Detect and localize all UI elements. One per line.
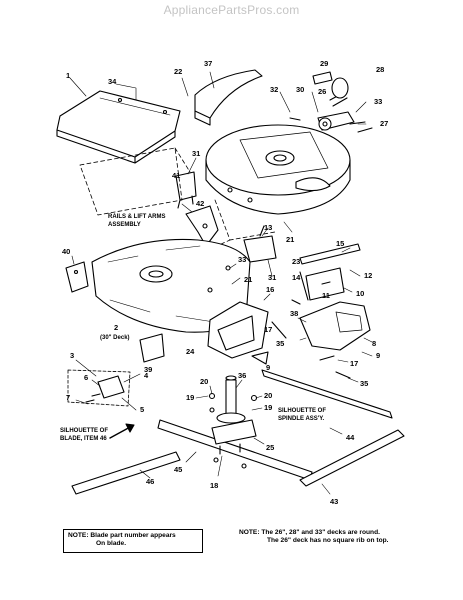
label-19: 19 bbox=[186, 393, 194, 402]
deck-label-size: (30" Deck) bbox=[100, 335, 130, 341]
bracket-41-42 bbox=[185, 205, 219, 247]
label-4: 4 bbox=[144, 371, 149, 380]
label-36: 36 bbox=[238, 371, 246, 380]
part-37-belt-cover bbox=[194, 69, 263, 126]
leader-lines bbox=[69, 71, 373, 495]
label-13: 13 bbox=[264, 223, 272, 232]
label-26: 26 bbox=[318, 87, 326, 96]
note-right-line2: The 26" deck has no square rib on top. bbox=[267, 537, 389, 545]
bracket-31-right bbox=[243, 225, 277, 263]
label-16: 16 bbox=[266, 285, 274, 294]
label-10: 10 bbox=[356, 289, 364, 298]
label-24: 24 bbox=[186, 347, 195, 356]
blade-part-number-note: NOTE: Blade part number appears On blade… bbox=[63, 529, 203, 553]
rails-lift-arms-label-line2: ASSEMBLY bbox=[108, 222, 141, 228]
rails-lift-arms-label-line1: RAILS & LIFT ARMS bbox=[108, 214, 165, 220]
deck-shape-note: NOTE: The 26", 28" and 33" decks are rou… bbox=[239, 529, 451, 546]
discharge-chute-24 bbox=[207, 301, 269, 359]
label-11: 11 bbox=[322, 291, 330, 300]
label-18: 18 bbox=[210, 481, 218, 490]
spindle-assembly-36 bbox=[211, 375, 257, 455]
label-21: 21 bbox=[286, 235, 294, 244]
blade-direction-arrow bbox=[109, 423, 135, 439]
label-33: 33 bbox=[374, 97, 382, 106]
label-43: 43 bbox=[330, 497, 338, 506]
label-35b: 35 bbox=[360, 379, 368, 388]
spindle-silhouette-label-line1: SILHOUETTE OF bbox=[278, 408, 326, 414]
lift-link-assembly bbox=[291, 243, 361, 305]
label-7: 7 bbox=[66, 393, 70, 402]
label-21b: 21 bbox=[244, 275, 252, 284]
note-left-line2: On blade. bbox=[96, 540, 127, 548]
label-32: 32 bbox=[270, 85, 278, 94]
label-25: 25 bbox=[266, 443, 274, 452]
label-27: 27 bbox=[380, 119, 388, 128]
label-29: 29 bbox=[320, 59, 328, 68]
label-15: 15 bbox=[336, 239, 344, 248]
label-41: 41 bbox=[172, 171, 180, 180]
blade-43 bbox=[299, 429, 405, 487]
callout-labels: RAILS & LIFT ARMS ASSEMBLY 2 (30" Deck) … bbox=[60, 214, 326, 442]
label-28: 28 bbox=[376, 65, 384, 74]
label-14: 14 bbox=[292, 273, 301, 282]
part-number-labels: 1 34 22 37 32 30 26 29 28 33 27 31 41 42… bbox=[62, 59, 388, 506]
note-left-line1: NOTE: Blade part number appears bbox=[68, 532, 176, 539]
blade-44 bbox=[261, 369, 393, 419]
label-1: 1 bbox=[66, 71, 70, 80]
label-30: 30 bbox=[296, 85, 304, 94]
upper-deck-housing bbox=[205, 124, 351, 215]
label-12: 12 bbox=[364, 271, 372, 280]
label-42: 42 bbox=[196, 199, 204, 208]
part-1-cover-plate bbox=[56, 90, 181, 164]
label-33b: 33 bbox=[238, 255, 246, 264]
idler-arm-assembly bbox=[289, 71, 373, 133]
blade-silhouette-label-line1: SILHOUETTE OF bbox=[60, 428, 108, 434]
label-5: 5 bbox=[140, 405, 144, 414]
label-20: 20 bbox=[200, 377, 208, 386]
label-9b: 9 bbox=[376, 351, 380, 360]
blade-46-silhouette bbox=[71, 451, 181, 495]
note-right-line1: NOTE: The 26", 28" and 33" decks are rou… bbox=[239, 529, 380, 536]
deck-label-number: 2 bbox=[114, 323, 118, 332]
label-44: 44 bbox=[346, 433, 355, 442]
label-3: 3 bbox=[70, 351, 74, 360]
label-38: 38 bbox=[290, 309, 298, 318]
label-23: 23 bbox=[292, 257, 300, 266]
label-17b: 17 bbox=[350, 359, 358, 368]
site-watermark: AppliancePartsPros.com bbox=[163, 3, 300, 17]
blade-adapter-silhouette bbox=[67, 369, 131, 407]
label-22: 22 bbox=[174, 67, 182, 76]
label-19b: 19 bbox=[264, 403, 272, 412]
label-31b: 31 bbox=[268, 273, 276, 282]
label-8: 8 bbox=[372, 339, 376, 348]
belt-shield-8 bbox=[299, 301, 371, 351]
shield-9 bbox=[251, 351, 269, 365]
label-17: 17 bbox=[264, 325, 272, 334]
spindle-silhouette-label-line2: SPINDLE ASS'Y. bbox=[278, 416, 325, 422]
label-46: 46 bbox=[146, 477, 154, 486]
label-6: 6 bbox=[84, 373, 88, 382]
bracket-40 bbox=[65, 261, 89, 293]
hardware-bolts bbox=[271, 321, 351, 379]
label-39: 39 bbox=[144, 365, 152, 374]
label-31: 31 bbox=[192, 149, 200, 158]
label-34: 34 bbox=[108, 77, 117, 86]
label-45: 45 bbox=[174, 465, 182, 474]
label-35: 35 bbox=[276, 339, 284, 348]
label-9: 9 bbox=[266, 363, 270, 372]
label-40: 40 bbox=[62, 247, 70, 256]
blade-silhouette-label-line2: BLADE, ITEM 46 bbox=[60, 436, 107, 442]
bracket-39 bbox=[139, 333, 165, 363]
label-37: 37 bbox=[204, 59, 212, 68]
label-20b: 20 bbox=[264, 391, 272, 400]
